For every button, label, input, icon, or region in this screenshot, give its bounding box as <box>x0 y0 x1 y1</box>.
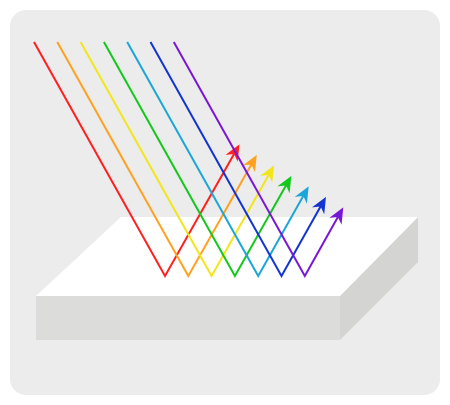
yellow-ray <box>79 41 275 279</box>
blue-ray-arrowhead <box>312 196 326 215</box>
green-ray-arrowhead <box>277 175 292 194</box>
slab-front-face <box>36 296 340 340</box>
violet-ray <box>172 41 344 279</box>
cyan-ray <box>126 41 309 279</box>
red-ray-path <box>33 41 239 279</box>
orange-ray <box>56 41 257 279</box>
red-ray-arrowhead <box>225 144 240 162</box>
red-ray <box>33 41 240 279</box>
slab-top-surface <box>36 217 418 296</box>
blue-ray-path <box>149 41 326 279</box>
yellow-ray-arrowhead <box>260 165 275 183</box>
light-rays <box>33 41 344 279</box>
green-ray-path <box>103 41 291 279</box>
violet-ray-path <box>172 41 343 279</box>
violet-ray-arrowhead <box>329 207 344 225</box>
orange-ray-path <box>56 41 257 279</box>
reflective-slab <box>36 217 418 340</box>
green-ray <box>103 41 292 279</box>
cyan-ray-arrowhead <box>294 186 309 204</box>
yellow-ray-path <box>79 41 274 279</box>
cyan-ray-path <box>126 41 309 279</box>
blue-ray <box>149 41 326 279</box>
slab-side-face <box>340 217 418 340</box>
orange-ray-arrowhead <box>242 154 257 173</box>
